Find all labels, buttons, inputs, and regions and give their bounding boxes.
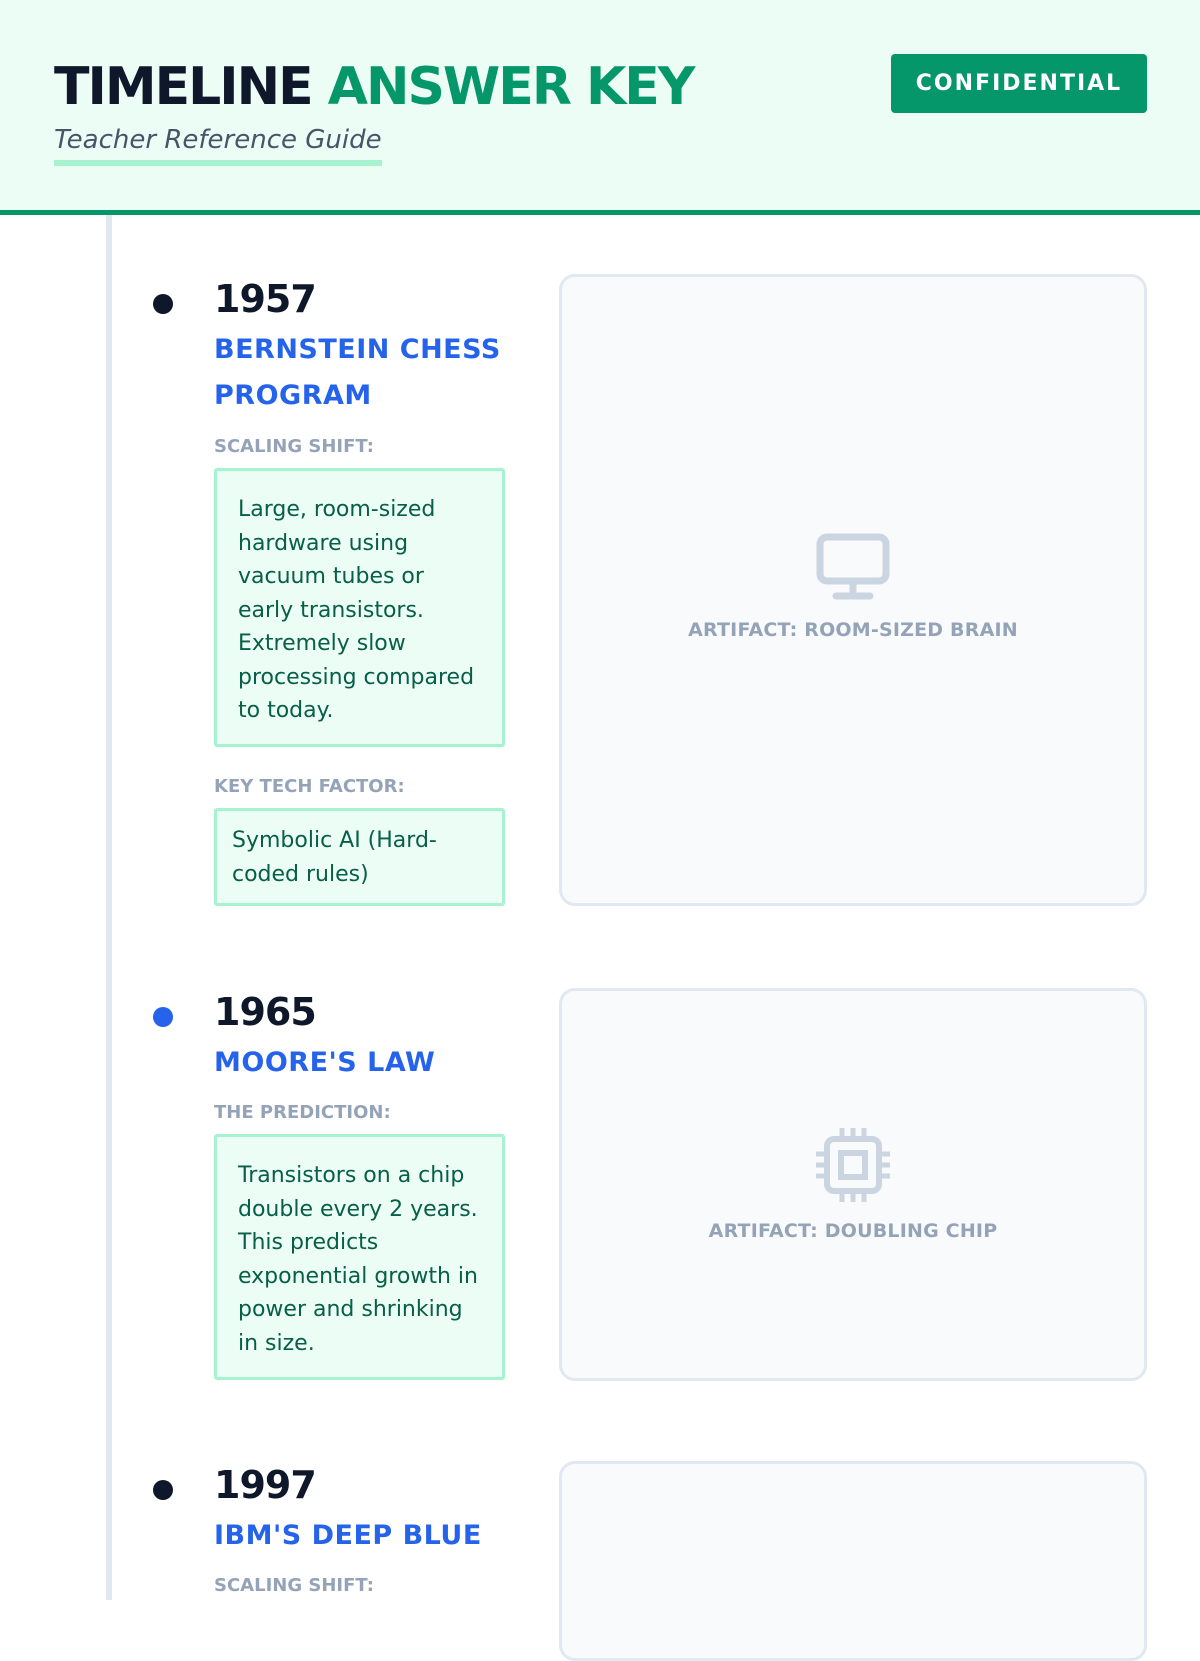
- artifact-label: ARTIFACT: ROOM-SIZED BRAIN: [688, 619, 1018, 641]
- field-label-scaling-shift: SCALING SHIFT:: [214, 436, 374, 457]
- page-subtitle: Teacher Reference Guide: [54, 124, 382, 166]
- artifact-label: ARTIFACT: DOUBLING CHIP: [708, 1220, 998, 1242]
- entry-event-title: MOORE'S LAW: [214, 1047, 436, 1078]
- title-part-answer-key: ANSWER KEY: [327, 57, 696, 117]
- timeline-dot: [153, 294, 173, 314]
- answer-box-key-tech-factor: Symbolic AI (Hard-coded rules): [214, 808, 505, 906]
- chip-icon: [816, 1128, 890, 1202]
- entry-event-title: BERNSTEIN CHESS PROGRAM: [214, 334, 501, 411]
- artifact-card: [559, 1461, 1147, 1661]
- artifact-card: ARTIFACT: ROOM-SIZED BRAIN: [559, 274, 1147, 906]
- title-part-timeline: TIMELINE: [54, 57, 314, 117]
- page-title: TIMELINE ANSWER KEY: [54, 52, 696, 122]
- timeline-dot-active: [153, 1007, 173, 1027]
- entry-year: 1997: [214, 1463, 317, 1507]
- entry-event-title: IBM'S DEEP BLUE: [214, 1520, 482, 1551]
- artifact-card: ARTIFACT: DOUBLING CHIP: [559, 988, 1147, 1381]
- timeline-dot: [153, 1480, 173, 1500]
- page-header: TIMELINE ANSWER KEY Teacher Reference Gu…: [0, 0, 1200, 215]
- answer-box-the-prediction: Transistors on a chip double every 2 yea…: [214, 1134, 505, 1380]
- entry-year: 1965: [214, 990, 317, 1034]
- entry-year: 1957: [214, 277, 317, 321]
- field-label-the-prediction: THE PREDICTION:: [214, 1102, 391, 1123]
- field-label-scaling-shift: SCALING SHIFT:: [214, 1575, 374, 1596]
- confidential-badge: CONFIDENTIAL: [891, 54, 1147, 113]
- field-label-key-tech-factor: KEY TECH FACTOR:: [214, 776, 405, 797]
- answer-box-scaling-shift: Large, room-sized hardware using vacuum …: [214, 468, 505, 747]
- timeline-line: [106, 215, 112, 1600]
- monitor-icon: [816, 533, 890, 600]
